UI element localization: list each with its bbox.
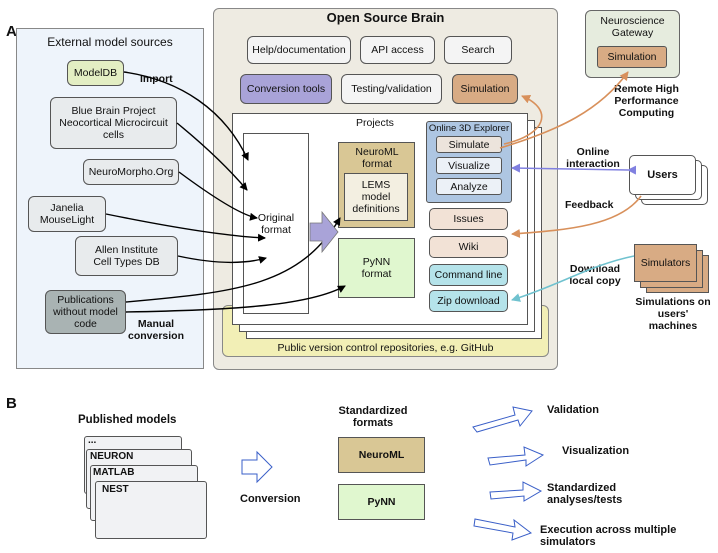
source-modeldb: ModelDB <box>67 60 124 86</box>
manual-conversion-label: Manual conversion <box>127 318 185 342</box>
arrow-allen <box>177 255 267 264</box>
osb-title: Open Source Brain <box>326 10 445 25</box>
original-format-box: Original format <box>243 133 309 314</box>
stack-card-1-label: ... <box>88 435 97 446</box>
arrow-neuromorpho <box>178 171 258 221</box>
published-models-title: Published models <box>78 414 177 426</box>
lems-box: LEMS model definitions <box>344 173 408 221</box>
source-janelia: Janelia MouseLight <box>28 196 106 232</box>
outcome-arrow-1 <box>472 406 533 433</box>
pynn-format-box: PyNN format <box>338 238 415 298</box>
command-line-button[interactable]: Command line <box>429 264 508 286</box>
stack-card-4-label: NEST <box>102 484 129 495</box>
panel-a-letter: A <box>6 23 17 40</box>
arrow-modeldb <box>123 71 249 161</box>
simulators-card: Simulators <box>634 244 697 282</box>
simulation-button[interactable]: Simulation <box>452 74 518 104</box>
stack-card-3-label: MATLAB <box>93 467 135 478</box>
issues-button[interactable]: Issues <box>429 208 508 230</box>
help-documentation-button[interactable]: Help/documentation <box>247 36 351 64</box>
feedback-label: Feedback <box>565 199 614 211</box>
external-sources-title: External model sources <box>47 35 173 49</box>
outcome-execution: Execution across multiple simulators <box>540 524 677 548</box>
gateway-title: Neuroscience Gateway <box>600 15 665 39</box>
standardized-formats-title: Standardized formats <box>338 405 408 429</box>
source-blue-brain: Blue Brain Project Neocortical Microcirc… <box>50 97 177 149</box>
neuroml-format-label: NeuroML format <box>355 146 399 170</box>
conversion-tools-button[interactable]: Conversion tools <box>240 74 332 104</box>
arrow-publications-pynn <box>125 285 346 313</box>
conversion-arrow <box>241 450 273 484</box>
outcome-analyses: Standardized analyses/tests <box>547 482 623 506</box>
visualize-button[interactable]: Visualize <box>436 157 502 174</box>
source-neuromorpho: NeuroMorpho.Org <box>83 159 179 185</box>
projects-label: Projects <box>356 117 394 129</box>
users-card: Users <box>629 155 696 195</box>
gateway-simulation: Simulation <box>597 46 667 68</box>
remote-hpc-label: Remote High Performance Computing <box>614 83 679 119</box>
outcome-visualization: Visualization <box>562 445 630 457</box>
testing-validation-button[interactable]: Testing/validation <box>341 74 442 104</box>
arrow-simulate-to-simulation <box>503 94 543 145</box>
stack-card-4 <box>95 481 207 539</box>
outcome-arrow-3 <box>489 481 543 502</box>
arrow-janelia <box>105 213 266 242</box>
api-access-button[interactable]: API access <box>360 36 435 64</box>
outcome-arrow-2 <box>487 446 545 467</box>
simulate-button[interactable]: Simulate <box>436 136 502 153</box>
arrow-bluebrain <box>176 122 248 191</box>
stack-card-2-label: NEURON <box>90 451 134 462</box>
conversion-block-arrow <box>309 210 339 254</box>
search-button[interactable]: Search <box>444 36 512 64</box>
outcome-arrow-4 <box>473 518 533 541</box>
repository-label: Public version control repositories, e.g… <box>277 342 494 354</box>
download-local-label: Download local copy <box>569 263 621 287</box>
wiki-button[interactable]: Wiki <box>429 236 508 258</box>
neuroml-box: NeuroML <box>338 437 425 473</box>
zip-download-button[interactable]: Zip download <box>429 290 508 312</box>
explorer-title: Online 3D Explorer <box>428 123 510 134</box>
analyze-button[interactable]: Analyze <box>436 178 502 195</box>
arrow-online-interaction <box>511 163 637 175</box>
conversion-label: Conversion <box>240 493 301 505</box>
arrow-users-to-issues <box>511 195 642 238</box>
source-allen: Allen Institute Cell Types DB <box>75 236 178 276</box>
pynn-box: PyNN <box>338 484 425 520</box>
arrow-download <box>511 255 635 302</box>
outcome-validation: Validation <box>547 404 599 416</box>
arrow-simulate-to-gateway <box>499 71 629 149</box>
simulators-caption: Simulations on users' machines <box>635 296 711 332</box>
panel-b-letter: B <box>6 395 17 412</box>
source-publications: Publications without model code <box>45 290 126 334</box>
